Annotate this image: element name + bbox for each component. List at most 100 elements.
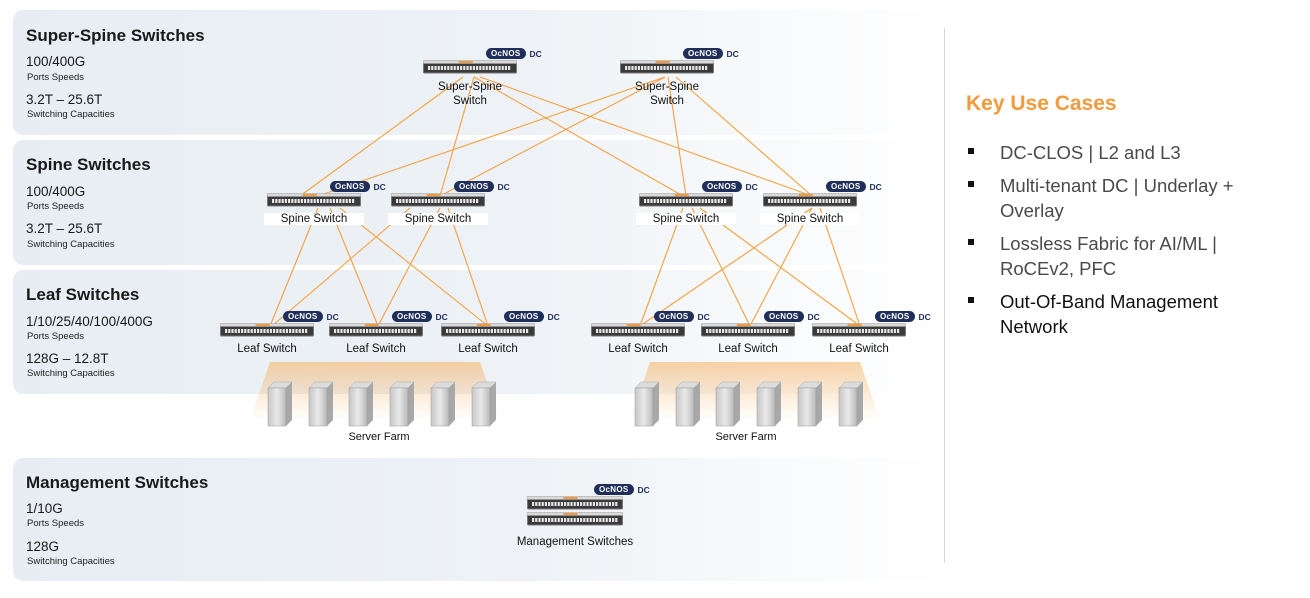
- switch-chassis-icon: [441, 323, 535, 342]
- switch-chassis-icon: [812, 323, 906, 342]
- switch-chassis-icon: [267, 193, 361, 212]
- switch-label: Spine Switch: [264, 213, 364, 225]
- management-speed: 1/10G: [26, 501, 63, 516]
- dc-label: DC: [637, 484, 650, 495]
- dc-label: DC: [435, 311, 448, 322]
- management-speed-label: Ports Speeds: [27, 518, 85, 529]
- server-icon: [634, 381, 660, 427]
- switch-chassis-icon: [220, 323, 314, 342]
- bullet-icon: [968, 148, 974, 154]
- super-spine-speed-label: Ports Speeds: [27, 72, 85, 83]
- switch-label: Super-Spine Switch: [635, 81, 699, 107]
- ocnos-logo: OcNOS: [504, 311, 544, 322]
- switch-label: Leaf Switch: [346, 343, 406, 355]
- bullet-icon: [968, 181, 974, 187]
- leaf-speed-label: Ports Speeds: [27, 331, 85, 342]
- link-line: [675, 76, 813, 197]
- link-lines: [269, 76, 861, 327]
- link-line: [439, 76, 475, 197]
- switch-label: Spine Switch: [388, 213, 488, 225]
- switch-front-panel-icon: [441, 323, 535, 337]
- switch-chassis-icon: [527, 496, 623, 515]
- super-spine-capacity-label: Switching Capacities: [27, 109, 115, 120]
- link-line: [639, 207, 813, 327]
- leaf-speed: 1/10/25/40/100/400G: [26, 314, 153, 329]
- switch-chassis-icon: [639, 193, 733, 212]
- spine-speed: 100/400G: [26, 184, 86, 199]
- ocnos-logo: OcNOS: [330, 181, 370, 192]
- link-line: [473, 76, 684, 197]
- switch-front-panel-icon: [763, 193, 857, 207]
- link-line: [639, 207, 684, 327]
- dc-label: DC: [326, 311, 339, 322]
- link-line: [447, 207, 489, 327]
- switch-label: Leaf Switch: [458, 343, 518, 355]
- link-line: [479, 76, 813, 197]
- switch-front-panel-icon: [527, 496, 623, 510]
- server-icon: [389, 381, 415, 427]
- key-use-cases-title: Key Use Cases: [966, 92, 1117, 115]
- switch-chassis-icon: [329, 323, 423, 342]
- switch-label: Leaf Switch: [608, 343, 668, 355]
- switch-label: Management Switches: [516, 536, 634, 548]
- servers: [267, 381, 864, 427]
- switch-front-panel-icon: [267, 193, 361, 207]
- server-icon: [430, 381, 456, 427]
- switch-front-panel-icon: [220, 323, 314, 337]
- ocnos-logo: OcNOS: [875, 311, 915, 322]
- link-line: [339, 207, 489, 327]
- server-farm-label-right: Server Farm: [715, 431, 777, 443]
- switch-front-panel-icon: [620, 60, 714, 74]
- key-use-cases-list: DC-CLOS | L2 and L3 Multi-tenant DC | Un…: [966, 140, 1286, 347]
- super-spine-speed: 100/400G: [26, 54, 86, 69]
- link-line: [329, 207, 379, 327]
- ocnos-logo: OcNOS: [683, 48, 723, 59]
- spine-capacity: 3.2T – 25.6T: [26, 221, 103, 236]
- switch-front-panel-icon: [812, 323, 906, 337]
- ocnos-logo: OcNOS: [594, 484, 634, 495]
- switch-chassis-icon: [423, 60, 517, 79]
- switch-chassis-icon: [391, 193, 485, 212]
- dc-label: DC: [869, 181, 882, 192]
- server-icon: [838, 381, 864, 427]
- switch-front-panel-icon: [423, 60, 517, 74]
- dc-label: DC: [373, 181, 386, 192]
- management-title: Management Switches: [26, 473, 209, 492]
- leaf-capacity: 128G – 12.8T: [26, 351, 109, 366]
- switch-front-panel-icon: [701, 323, 795, 337]
- panel-divider: [944, 28, 945, 563]
- dc-label: DC: [529, 48, 542, 59]
- switch-front-panel-icon: [329, 323, 423, 337]
- link-line: [667, 76, 687, 197]
- server-icon: [267, 381, 293, 427]
- ocnos-logo: OcNOS: [654, 311, 694, 322]
- link-line: [439, 76, 666, 197]
- dc-label: DC: [547, 311, 560, 322]
- ocnos-logo: OcNOS: [392, 311, 432, 322]
- switch-chassis-icon: [527, 512, 623, 531]
- ocnos-logo: OcNOS: [826, 181, 866, 192]
- dc-label: DC: [918, 311, 931, 322]
